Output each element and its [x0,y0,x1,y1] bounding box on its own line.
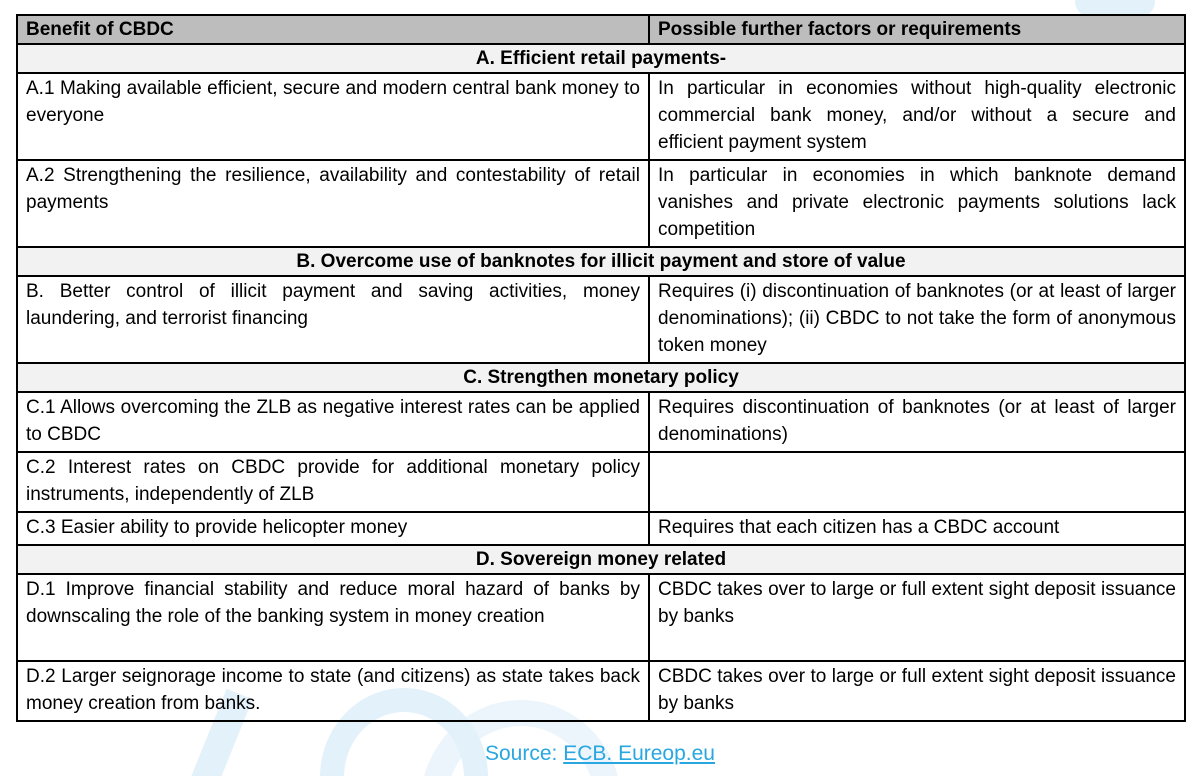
factors-cell: Requires that each citizen has a CBDC ac… [648,511,1186,546]
benefit-cell: C.1 Allows overcoming the ZLB as negativ… [16,391,650,453]
factors-cell: CBDC takes over to large or full extent … [648,660,1186,722]
benefit-cell: C.2 Interest rates on CBDC provide for a… [16,451,650,513]
cbdc-benefits-table: Benefit of CBDC Possible further factors… [16,14,1186,722]
table-row-c2: C.2 Interest rates on CBDC provide for a… [16,451,1186,513]
table-header-row: Benefit of CBDC Possible further factors… [16,14,1186,45]
section-header-b: B. Overcome use of banknotes for illicit… [16,246,1186,277]
section-header-row-b: B. Overcome use of banknotes for illicit… [16,246,1186,277]
table-row-d1: D.1 Improve financial stability and redu… [16,573,1186,662]
table-row-a2: A.2 Strengthening the resilience, availa… [16,159,1186,248]
section-header-row-a: A. Efficient retail payments- [16,43,1186,74]
benefit-cell: D.2 Larger seignorage income to state (a… [16,660,650,722]
section-header-d: D. Sovereign money related [16,544,1186,575]
section-header-a: A. Efficient retail payments- [16,43,1186,74]
col-header-factors: Possible further factors or requirements [648,14,1186,45]
table-row-a1: A.1 Making available efficient, secure a… [16,72,1186,161]
table-row-d2: D.2 Larger seignorage income to state (a… [16,660,1186,722]
section-header-row-d: D. Sovereign money related [16,544,1186,575]
benefit-cell: A.2 Strengthening the resilience, availa… [16,159,650,248]
benefit-cell: A.1 Making available efficient, secure a… [16,72,650,161]
table-row-b: B. Better control of illicit payment and… [16,275,1186,364]
factors-cell: Requires discontinuation of banknotes (o… [648,391,1186,453]
factors-cell: In particular in economies in which bank… [648,159,1186,248]
factors-cell [648,451,1186,513]
factors-cell: Requires (i) discontinuation of banknote… [648,275,1186,364]
section-header-row-c: C. Strengthen monetary policy [16,362,1186,393]
benefit-cell: C.3 Easier ability to provide helicopter… [16,511,650,546]
table-row-c1: C.1 Allows overcoming the ZLB as negativ… [16,391,1186,453]
col-header-benefit: Benefit of CBDC [16,14,650,45]
factors-cell: CBDC takes over to large or full extent … [648,573,1186,662]
factors-cell: In particular in economies without high-… [648,72,1186,161]
section-header-c: C. Strengthen monetary policy [16,362,1186,393]
benefit-cell: D.1 Improve financial stability and redu… [16,573,650,662]
table-row-c3: C.3 Easier ability to provide helicopter… [16,511,1186,546]
source-link[interactable]: ECB. Eureop.eu [563,742,715,765]
benefit-cell: B. Better control of illicit payment and… [16,275,650,364]
source-prefix-label: Source: [485,742,564,765]
source-attribution: Source: ECB. Eureop.eu [0,742,1200,766]
